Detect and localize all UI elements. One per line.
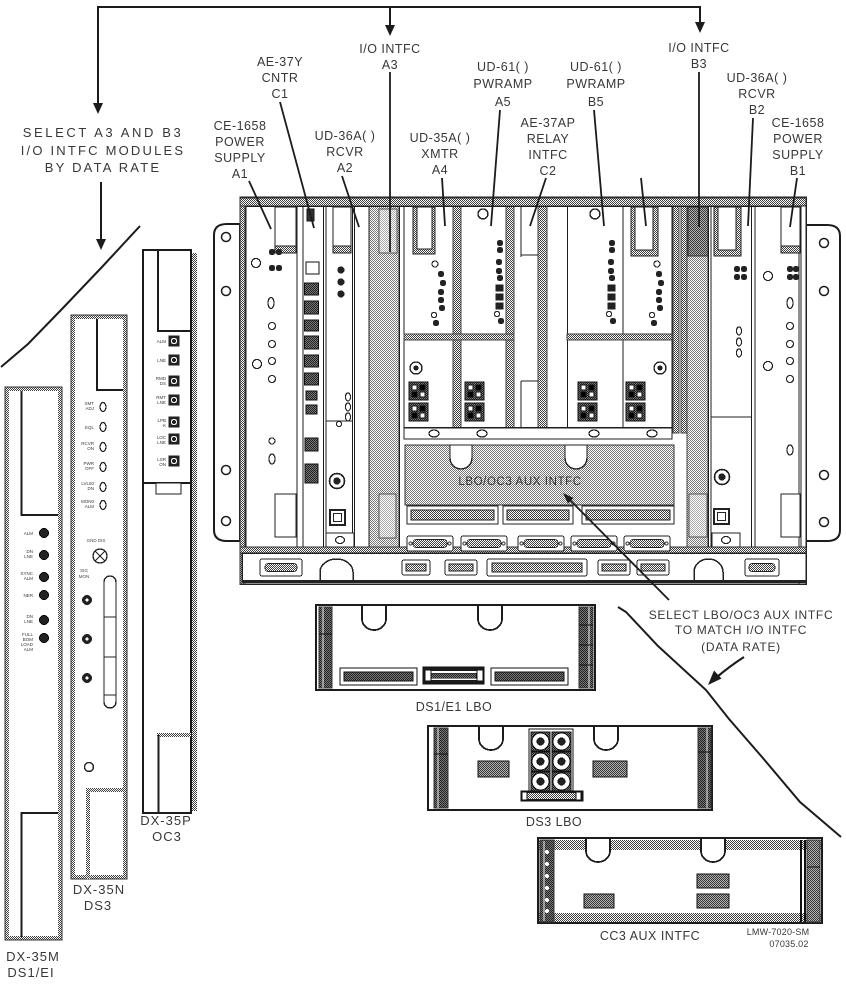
svg-text:BY DATA RATE: BY DATA RATE (45, 160, 161, 175)
svg-text:UD-61( ): UD-61( ) (570, 60, 622, 74)
svg-text:CNTR: CNTR (262, 71, 299, 85)
svg-text:LBO/OC3 AUX INTFC: LBO/OC3 AUX INTFC (458, 476, 581, 488)
svg-text:C1: C1 (272, 87, 289, 101)
svg-text:RELAY: RELAY (527, 132, 570, 146)
svg-text:LPB: LPB (157, 418, 166, 423)
svg-text:POWER: POWER (773, 132, 823, 146)
svg-text:LOAD: LOAD (21, 642, 34, 647)
svg-text:CC3 AUX INTFC: CC3 AUX INTFC (600, 929, 700, 943)
svg-text:A3: A3 (382, 58, 398, 72)
svg-text:LVL50: LVL50 (81, 481, 94, 486)
svg-text:UD-36A( ): UD-36A( ) (727, 71, 788, 85)
svg-text:LSR: LSR (157, 457, 167, 462)
svg-text:UD-35A( ): UD-35A( ) (410, 131, 471, 145)
svg-text:DN: DN (27, 549, 34, 554)
svg-text:MON: MON (79, 574, 90, 579)
svg-text:SUPPLY: SUPPLY (772, 148, 824, 162)
svg-text:DX-35N: DX-35N (73, 882, 125, 897)
svg-text:A4: A4 (432, 163, 448, 177)
svg-text:LOC: LOC (157, 435, 167, 440)
svg-text:K: K (163, 423, 166, 428)
svg-text:DS3 LBO: DS3 LBO (526, 815, 582, 829)
svg-text:DS: DS (160, 381, 166, 386)
svg-text:DS1/E1 LBO: DS1/E1 LBO (416, 700, 493, 714)
svg-text:LNE: LNE (24, 554, 33, 559)
svg-text:I/O INTFC: I/O INTFC (359, 42, 420, 56)
svg-text:NER: NER (23, 593, 33, 598)
svg-text:DN: DN (88, 486, 95, 491)
svg-text:INTFC: INTFC (528, 148, 567, 162)
svg-text:A2: A2 (337, 161, 353, 175)
svg-text:I/O INTFC: I/O INTFC (668, 41, 729, 55)
svg-text:LMW-7020-SM: LMW-7020-SM (747, 927, 810, 937)
svg-text:I/O INTFC MODULES: I/O INTFC MODULES (21, 143, 186, 158)
svg-text:ALM: ALM (24, 647, 34, 652)
svg-text:ON: ON (159, 462, 166, 467)
svg-text:TO MATCH I/O INTFC: TO MATCH I/O INTFC (675, 623, 807, 637)
svg-text:B5: B5 (588, 95, 604, 109)
svg-text:ALM: ALM (157, 339, 167, 344)
svg-text:B1: B1 (790, 164, 806, 178)
svg-text:ALM: ALM (24, 531, 34, 536)
svg-text:GND DIS: GND DIS (87, 538, 106, 543)
svg-text:SELECT A3 AND B3: SELECT A3 AND B3 (23, 125, 184, 140)
svg-text:CE-1658: CE-1658 (772, 116, 825, 130)
svg-text:RMD: RMD (156, 376, 167, 381)
svg-text:SELECT LBO/OC3 AUX INTFC: SELECT LBO/OC3 AUX INTFC (649, 608, 834, 622)
svg-text:LNE: LNE (157, 358, 166, 363)
svg-text:B2: B2 (749, 103, 765, 117)
svg-text:AE-37AP: AE-37AP (521, 116, 576, 130)
svg-text:EQL: EQL (85, 425, 95, 430)
svg-text:DS1/EI: DS1/EI (7, 965, 54, 980)
svg-text:OC3: OC3 (152, 829, 182, 844)
svg-text:DX-35P: DX-35P (140, 813, 192, 828)
svg-text:PWRAMP: PWRAMP (473, 77, 532, 91)
svg-text:RMT: RMT (156, 395, 166, 400)
svg-text:PWRAMP: PWRAMP (566, 77, 625, 91)
svg-text:DN: DN (27, 614, 34, 619)
svg-text:SIG: SIG (80, 568, 88, 573)
svg-text:POWER: POWER (215, 135, 265, 149)
svg-text:A5: A5 (495, 95, 511, 109)
svg-text:LNE: LNE (157, 400, 166, 405)
svg-text:07035.02: 07035.02 (769, 939, 808, 949)
svg-text:A1: A1 (232, 167, 248, 181)
svg-text:BOM: BOM (23, 637, 34, 642)
svg-text:ON: ON (87, 446, 94, 451)
svg-text:RCVR: RCVR (738, 87, 775, 101)
svg-text:(DATA RATE): (DATA RATE) (701, 640, 781, 654)
svg-text:ADJ: ADJ (85, 406, 94, 411)
svg-text:PWR: PWR (84, 461, 95, 466)
svg-text:DX-35M: DX-35M (6, 949, 60, 964)
svg-text:ALM: ALM (24, 576, 34, 581)
svg-text:XMT: XMT (85, 401, 95, 406)
svg-text:MON0: MON0 (81, 499, 94, 504)
svg-text:UD-36A( ): UD-36A( ) (315, 129, 376, 143)
svg-text:OFF: OFF (85, 466, 94, 471)
svg-text:B3: B3 (691, 57, 707, 71)
svg-text:LNE: LNE (157, 440, 166, 445)
svg-text:FULL: FULL (22, 632, 34, 637)
svg-text:XMTR: XMTR (421, 147, 458, 161)
svg-text:SYNC: SYNC (20, 571, 33, 576)
svg-text:RCVR: RCVR (81, 441, 95, 446)
svg-text:AE-37Y: AE-37Y (257, 55, 303, 69)
svg-text:RCVR: RCVR (326, 145, 363, 159)
svg-text:DS3: DS3 (84, 898, 112, 913)
svg-text:UD-61( ): UD-61( ) (477, 60, 529, 74)
svg-text:CE-1658: CE-1658 (214, 119, 267, 133)
svg-text:C2: C2 (540, 164, 557, 178)
svg-text:LNE: LNE (24, 619, 33, 624)
svg-text:ALM: ALM (85, 504, 95, 509)
svg-text:SUPPLY: SUPPLY (214, 151, 266, 165)
